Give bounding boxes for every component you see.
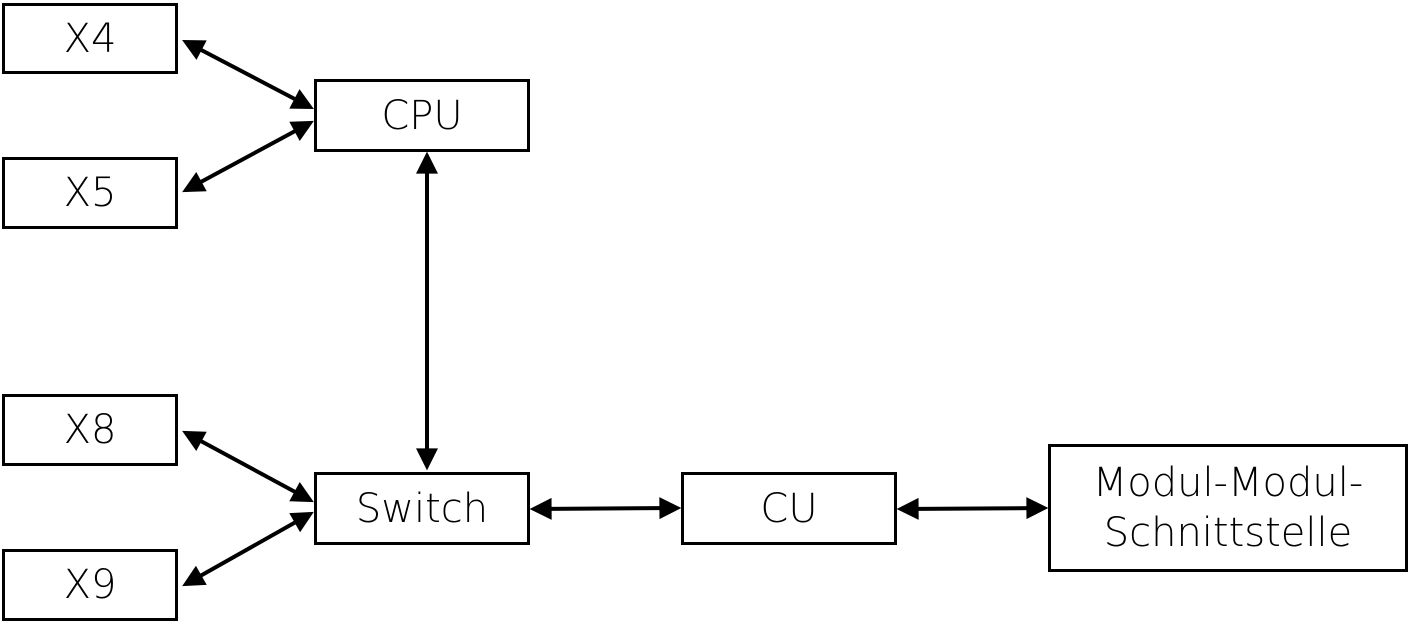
node-x8: X8 xyxy=(2,394,178,466)
node-x9: X9 xyxy=(2,549,178,621)
node-x9-label: X9 xyxy=(63,562,117,608)
arrow-x8-switch xyxy=(182,430,314,503)
node-x5-label: X5 xyxy=(63,170,117,216)
arrow-x4-cpu xyxy=(182,39,314,110)
node-x5: X5 xyxy=(2,157,178,229)
node-cpu-label: CPU xyxy=(381,92,463,139)
node-switch: Switch xyxy=(314,472,530,545)
arrow-x5-cpu xyxy=(182,120,314,193)
node-mms-label-line2: Schnittstelle xyxy=(1103,510,1353,556)
node-cu: CU xyxy=(681,472,897,545)
node-mms-label-line1: Modul-Modul- xyxy=(1092,460,1364,506)
arrow-switch-cu xyxy=(529,497,682,520)
node-switch-label: Switch xyxy=(355,485,489,532)
node-x4: X4 xyxy=(2,3,178,74)
node-x8-label: X8 xyxy=(63,407,117,453)
node-modul-modul-schnittstelle: Modul-Modul- Schnittstelle xyxy=(1048,444,1408,572)
node-cu-label: CU xyxy=(760,485,818,532)
node-cpu: CPU xyxy=(314,79,530,152)
arrow-x9-switch xyxy=(182,511,314,587)
node-x4-label: X4 xyxy=(63,15,117,62)
arrow-cu-mms xyxy=(896,497,1049,520)
